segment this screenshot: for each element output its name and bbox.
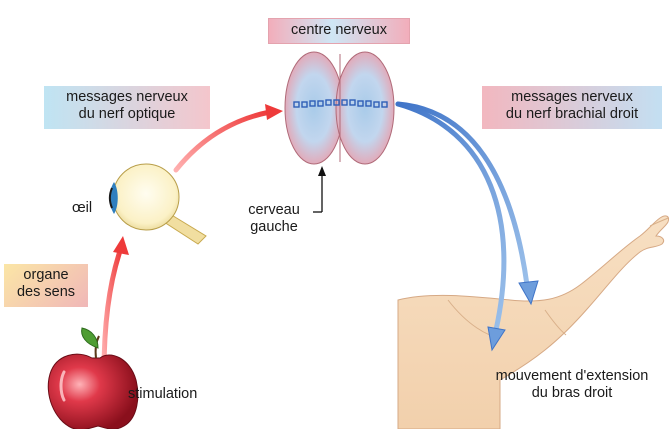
messages-brachial-box: messages nerveux du nerf brachial droit xyxy=(482,86,662,129)
centre-nerveux-box: centre nerveux xyxy=(268,18,410,44)
mouvement-line1: mouvement d'extension xyxy=(474,368,670,385)
mouvement-line2: du bras droit xyxy=(474,385,670,402)
centre-nerveux-label: centre nerveux xyxy=(275,22,403,39)
apple-icon xyxy=(48,328,138,429)
cerveau-gauche-label: cerveau gauche xyxy=(236,202,312,236)
cerveau-line1: cerveau xyxy=(236,202,312,219)
stimulation-label: stimulation xyxy=(128,386,197,403)
organe-line1: organe xyxy=(10,267,82,284)
organe-des-sens-box: organe des sens xyxy=(4,264,88,307)
organe-line2: des sens xyxy=(10,284,82,301)
messages-optique-line1: messages nerveux xyxy=(50,89,204,106)
brain-icon xyxy=(285,52,394,212)
messages-brachial-line2: du nerf brachial droit xyxy=(488,106,656,123)
messages-optique-box: messages nerveux du nerf optique xyxy=(44,86,210,129)
cerveau-line2: gauche xyxy=(236,219,312,236)
messages-brachial-line1: messages nerveux xyxy=(488,89,656,106)
mouvement-label: mouvement d'extension du bras droit xyxy=(474,368,670,402)
eye-icon xyxy=(110,164,207,244)
oeil-label: œil xyxy=(72,200,92,217)
messages-optique-line2: du nerf optique xyxy=(50,106,204,123)
